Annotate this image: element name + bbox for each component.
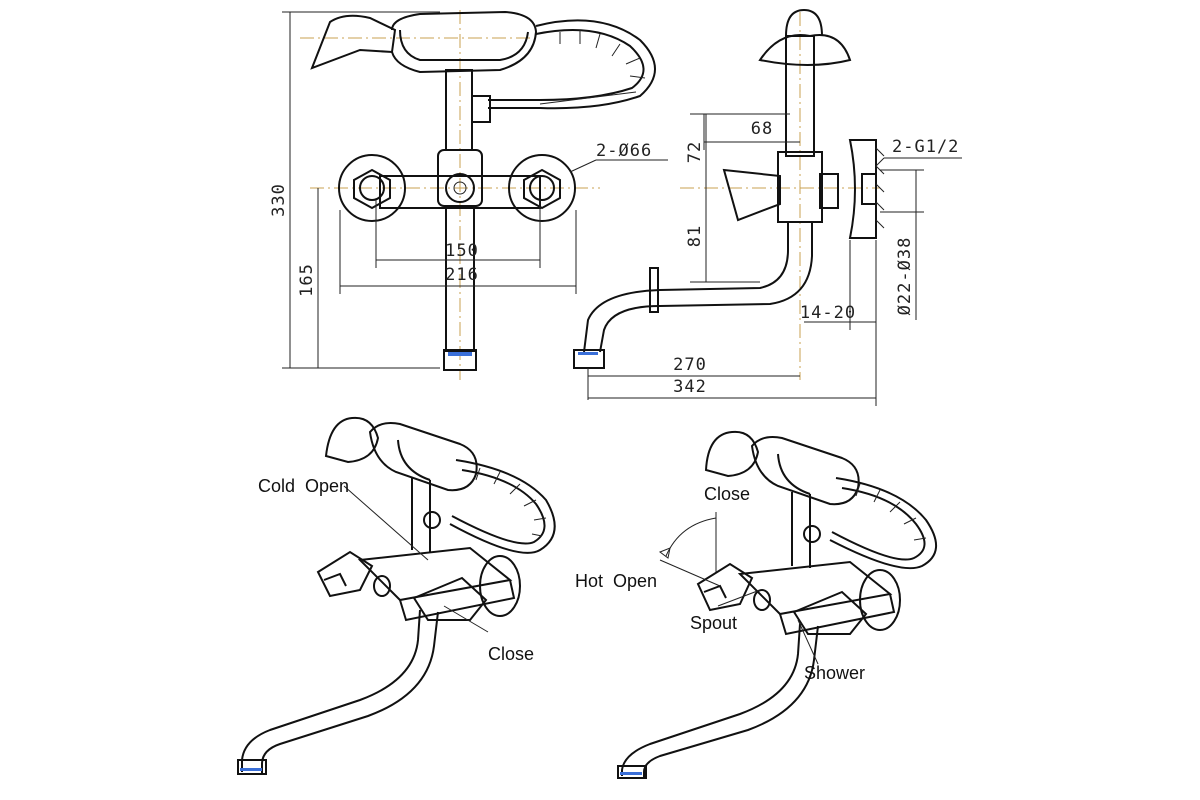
shower-head-shape [310,14,397,70]
dim-150: 150 [445,241,479,261]
dim-216: 216 [445,265,479,285]
dim-2-d66: 2-Ø66 [596,141,652,161]
label-shower: Shower [804,663,865,683]
dim-14-20: 14-20 [800,303,856,323]
dim-270: 270 [673,355,707,375]
label-cold-open: Cold Open [258,476,349,496]
label-close-left: Close [488,644,534,664]
dim-342: 342 [673,377,707,397]
dim-72: 72 [685,141,705,163]
dim-2-g12: 2-G1/2 [892,137,959,157]
dim-165: 165 [297,263,317,297]
dim-81: 81 [685,225,705,247]
front-view: 330 165 150 216 2-Ø66 [269,10,668,380]
dim-68: 68 [751,119,773,139]
iso-right-view: Close Hot Open Spout Shower [575,430,937,779]
side-view: 68 72 81 2-G1/2 Ø22-Ø38 14-20 270 342 [573,8,962,406]
iso-left-view: Cold Open Close [237,416,556,775]
label-hot-open: Hot Open [575,571,657,591]
dim-d22-d38: Ø22-Ø38 [895,237,915,316]
label-close-right: Close [704,484,750,504]
dim-330: 330 [269,183,289,217]
label-spout: Spout [690,613,737,633]
